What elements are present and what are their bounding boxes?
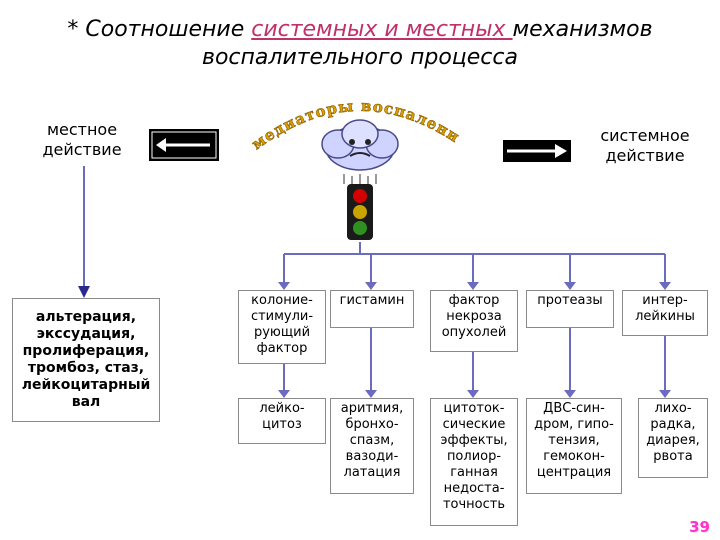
- mediator-box-tnf: фактор некроза опухолей: [430, 290, 518, 352]
- effect-box-cytotoxic: цитоток- сические эффекты, полиор- ганна…: [430, 398, 518, 526]
- local-effects-box: альтерация, экссудация, пролиферация, тр…: [12, 298, 160, 422]
- traffic-light-icon: [347, 184, 373, 240]
- mediator-box-proteases: протеазы: [526, 290, 614, 328]
- mediator-box-csf: колоние- стимули- рующий фактор: [238, 290, 326, 364]
- page-number: 39: [689, 518, 710, 536]
- title-link[interactable]: системных и местных: [251, 17, 513, 42]
- mediator-box-interleukins: интер- лейкины: [622, 290, 708, 336]
- effect-box-arrhythmia: аритмия, бронхо- спазм, вазоди- латация: [330, 398, 414, 494]
- title-suffix: механизмов: [512, 17, 653, 42]
- right-arrow-icon: [503, 140, 571, 162]
- page-title-line1: * Соотношение системных и местных механи…: [0, 16, 720, 44]
- mediator-box-histamine: гистамин: [330, 290, 414, 328]
- effect-box-leukocytosis: лейко- цитоз: [238, 398, 326, 444]
- mediators-illustration: медиаторы воспаления: [240, 86, 463, 240]
- systemic-action-label: системное действие: [600, 126, 690, 165]
- page-title-line2: воспалительного процесса: [202, 45, 518, 70]
- left-arrow-icon: [149, 129, 219, 161]
- title-prefix: * Соотношение: [67, 17, 252, 42]
- cloud-icon: [321, 119, 399, 171]
- local-action-label: местное действие: [42, 120, 122, 159]
- effect-box-dic: ДВС-син- дром, гипо- тензия, гемокон- це…: [526, 398, 622, 494]
- effect-box-fever: лихо- радка, диарея, рвота: [638, 398, 708, 478]
